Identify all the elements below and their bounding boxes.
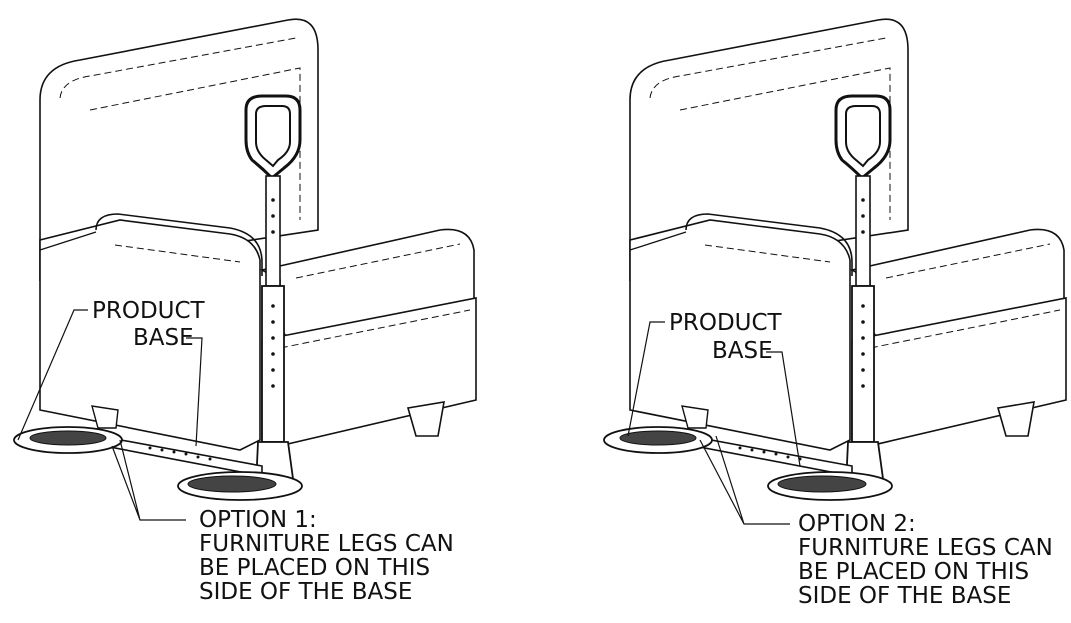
label-product-right: PRODUCT <box>669 310 782 336</box>
figure-option-2 <box>602 17 1068 525</box>
label-base-right: BASE <box>712 338 773 364</box>
option-1-title: OPTION 1: <box>199 507 317 533</box>
leader-option-1 <box>111 439 186 521</box>
option-2-line-3: SIDE OF THE BASE <box>798 583 1012 609</box>
option-1-note: OPTION 1: FURNITURE LEGS CAN BE PLACED O… <box>199 508 454 604</box>
option-1-line-1: FURNITURE LEGS CAN <box>199 531 454 557</box>
leader-product-base-left-2 <box>186 337 203 447</box>
option-1-line-3: SIDE OF THE BASE <box>199 579 413 605</box>
option-2-line-1: FURNITURE LEGS CAN <box>798 535 1053 561</box>
option-2-note: OPTION 2: FURNITURE LEGS CAN BE PLACED O… <box>798 512 1053 608</box>
leader-product-base-right-1 <box>627 321 665 437</box>
figure-option-1 <box>12 17 478 521</box>
option-1-line-2: BE PLACED ON THIS <box>199 555 431 581</box>
option-2-line-2: BE PLACED ON THIS <box>798 559 1030 585</box>
leader-option-2 <box>699 435 790 525</box>
label-base-left: BASE <box>133 325 194 351</box>
option-2-title: OPTION 2: <box>798 511 916 537</box>
leader-product-base-left-1 <box>17 309 88 441</box>
label-product-left: PRODUCT <box>92 298 205 324</box>
leader-product-base-right-2 <box>766 351 801 467</box>
